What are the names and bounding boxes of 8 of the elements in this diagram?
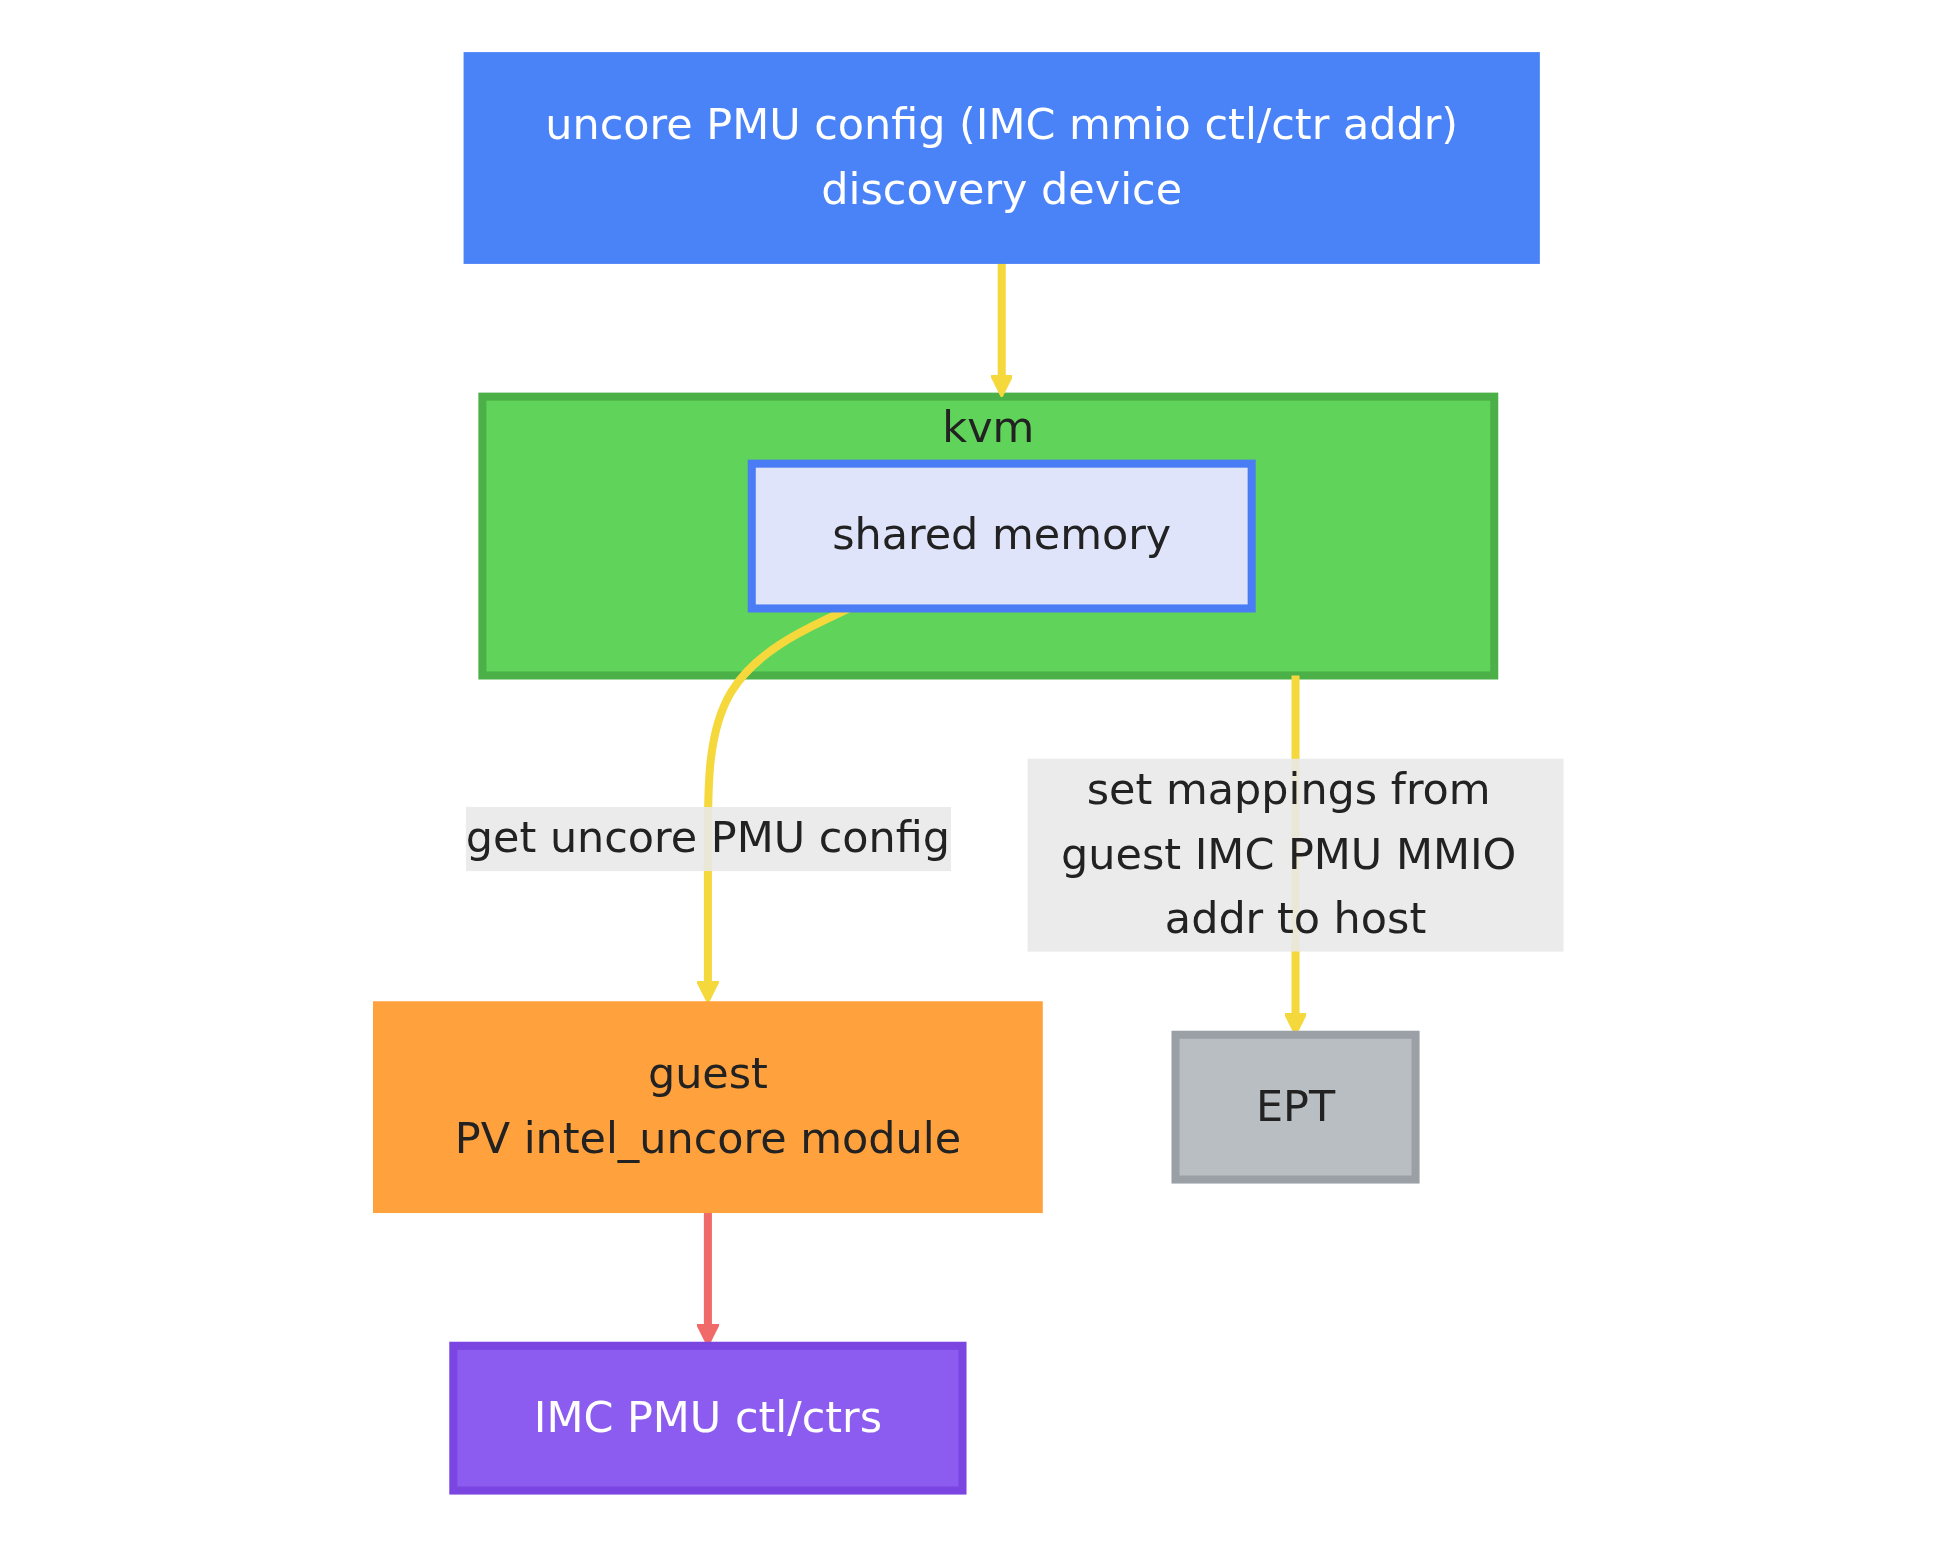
- node-box: guest PV intel_uncore module: [372, 1000, 1043, 1213]
- edge-label: set mappings from guest IMC PMU MMIO addr to host: [1060, 763, 1516, 944]
- node-box: IMC PMU ctl/ctrs: [448, 1341, 967, 1495]
- node-box: EPT: [1171, 1030, 1420, 1184]
- node-box: uncore PMU config (IMC mmio ctl/ctr addr) discovery device: [463, 51, 1540, 264]
- edge-label: get uncore PMU config: [465, 811, 950, 863]
- node-box: shared memory: [747, 459, 1256, 612]
- arrow: [989, 262, 1013, 398]
